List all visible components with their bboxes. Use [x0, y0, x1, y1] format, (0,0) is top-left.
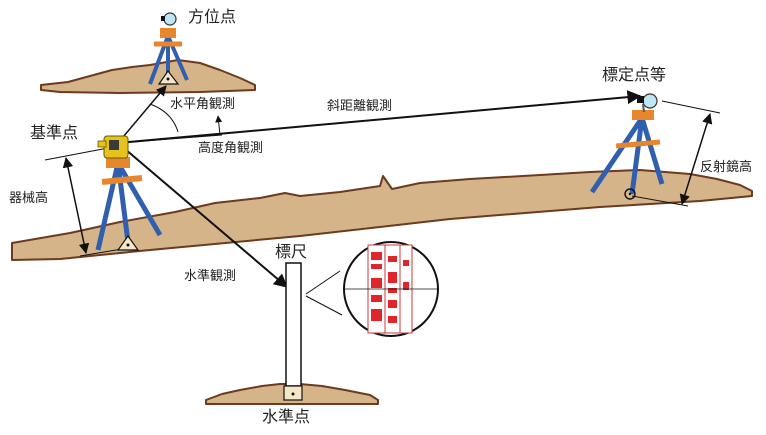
magnified-staff-icon [343, 241, 439, 337]
target-tripod [589, 93, 665, 200]
target-point-label: 標定点等 [602, 65, 667, 84]
horizontal-angle-label: 水平角観測 [170, 97, 236, 112]
reflector-height-leader-bottom [631, 195, 689, 207]
instrument-height-leader-top [44, 147, 109, 161]
azimuth-point-label: 方位点 [188, 7, 237, 26]
target-prism-reflector-icon [642, 93, 658, 109]
magnifier-pointer-upper [305, 270, 341, 295]
reference-triangle-mark-icon [116, 234, 140, 251]
staff-label: 標尺 [275, 242, 308, 261]
azimuth-prism-icon [163, 12, 177, 26]
reflector-height-leader-top [661, 100, 721, 114]
level-observation-label: 水準観測 [184, 269, 237, 284]
reference-point-label: 基準点 [30, 123, 79, 142]
azimuth-ground-mound [40, 59, 256, 94]
slope-distance-arrow [117, 90, 642, 144]
target-ground-mark-icon [624, 188, 636, 200]
magnifier-pointer-lower [305, 295, 343, 316]
slope-distance-label: 斜距離観測 [327, 99, 393, 114]
reference-tripod [95, 135, 163, 251]
reflector-height-label: 反射鏡高 [700, 160, 753, 175]
horizontal-reference-line [117, 134, 223, 144]
level-point-label: 水準点 [262, 407, 311, 426]
level-observation-arrow [117, 142, 289, 288]
azimuth-triangle-mark-icon [157, 69, 180, 85]
azimuth-direction-arrow [117, 85, 167, 144]
instrument-height-label: 器械高 [9, 191, 49, 206]
main-ground-slope [11, 169, 753, 261]
vertical-angle-arc [215, 115, 223, 136]
reflector-height-arrow [679, 112, 713, 206]
azimuth-tripod [148, 12, 189, 85]
horizontal-angle-arc [149, 103, 179, 133]
instrument-height-arrow [62, 156, 90, 255]
level-staff [283, 262, 303, 401]
vertical-angle-label: 高度角観測 [198, 141, 264, 156]
total-station-icon [97, 135, 129, 159]
